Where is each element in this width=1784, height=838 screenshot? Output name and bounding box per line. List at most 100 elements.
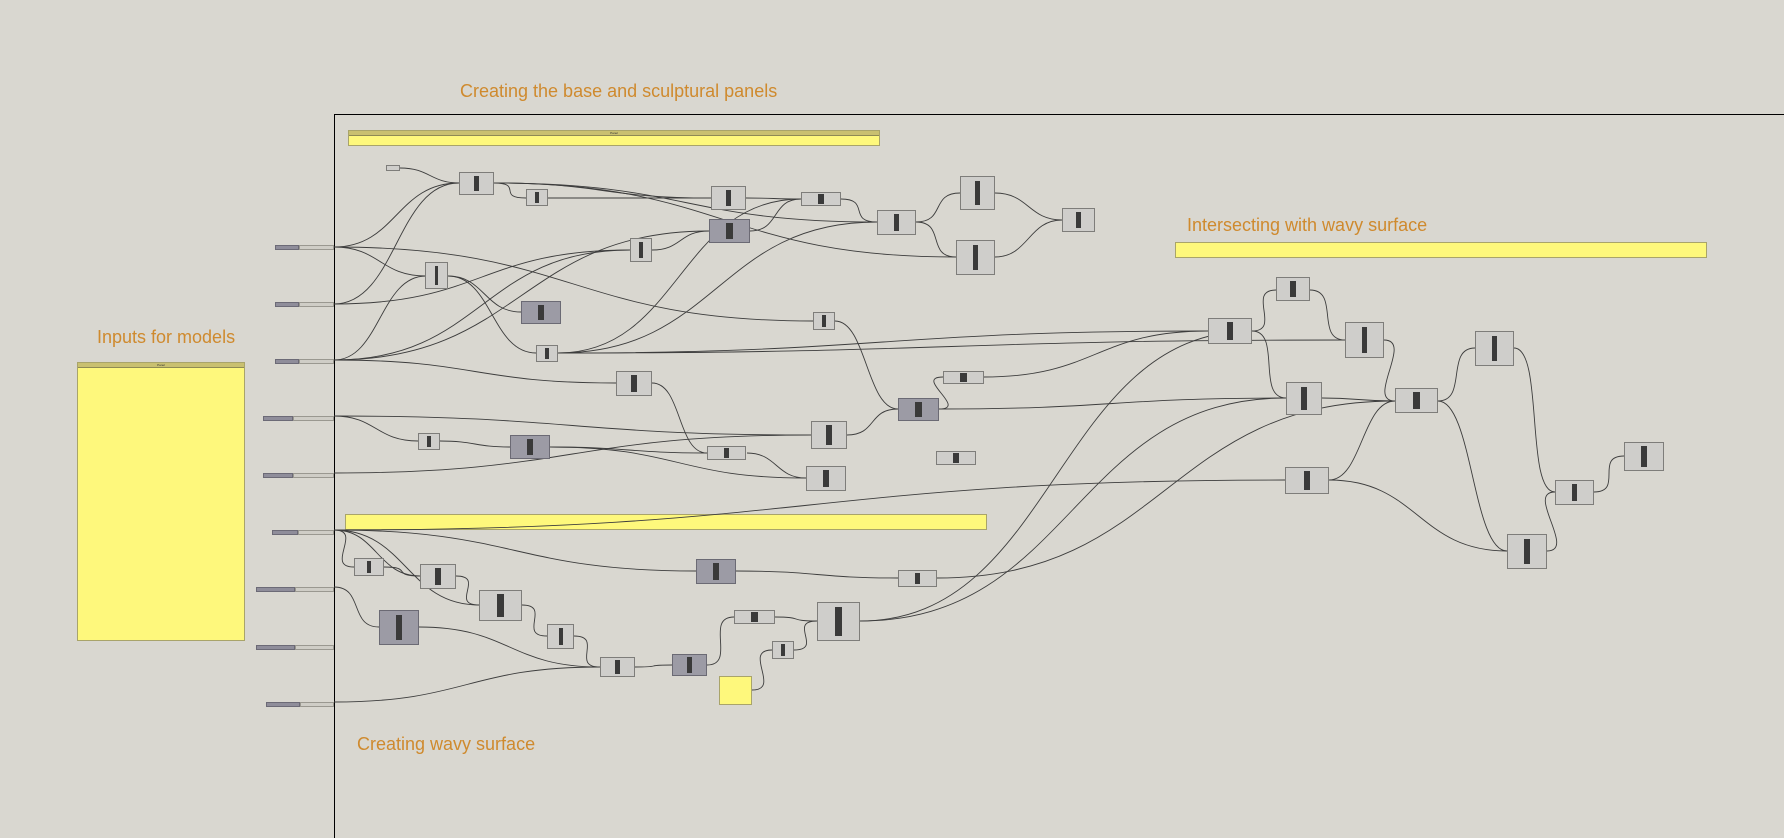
component-node[interactable] (1062, 208, 1095, 232)
component-icon (725, 189, 732, 207)
component-node[interactable] (418, 433, 440, 450)
component-node[interactable] (616, 371, 652, 396)
component-node[interactable] (1475, 331, 1514, 366)
wire (1328, 400, 1396, 481)
wire (994, 219, 1063, 258)
slider-track[interactable] (293, 473, 334, 478)
slider-track[interactable] (299, 245, 334, 250)
slider-grip[interactable] (263, 473, 293, 478)
slider-track[interactable] (295, 645, 334, 650)
component-node[interactable] (711, 186, 746, 210)
slider-track[interactable] (300, 702, 334, 707)
wire (439, 440, 511, 448)
wire (749, 198, 802, 232)
component-node[interactable] (420, 564, 456, 589)
component-node[interactable] (1345, 322, 1384, 358)
component-icon (686, 657, 693, 673)
component-node[interactable] (510, 435, 550, 459)
component-node[interactable] (709, 219, 750, 243)
wire (333, 529, 355, 568)
component-node[interactable] (1555, 480, 1594, 505)
component-node[interactable] (811, 421, 847, 449)
component-node[interactable] (521, 301, 561, 324)
component-node[interactable] (1395, 388, 1438, 413)
small-panel[interactable] (719, 676, 752, 705)
group-label-intersecting: Intersecting with wavy surface (1187, 215, 1428, 235)
component-icon (535, 191, 539, 204)
component-node[interactable] (1285, 467, 1329, 494)
wire (651, 230, 710, 251)
slider-grip[interactable] (263, 416, 293, 421)
component-node[interactable] (898, 398, 939, 421)
slider-grip[interactable] (272, 530, 298, 535)
wire (333, 415, 812, 436)
component-node[interactable] (877, 210, 916, 235)
component-icon (1301, 386, 1307, 411)
component-icon (972, 244, 979, 271)
slider-grip[interactable] (275, 302, 299, 307)
wire (557, 198, 802, 354)
wire (933, 376, 949, 410)
component-node[interactable] (672, 654, 707, 676)
wire (938, 397, 1287, 410)
wavy-panel[interactable] (345, 514, 987, 530)
param-node[interactable] (386, 165, 400, 171)
component-node[interactable] (1286, 382, 1322, 415)
component-node[interactable] (696, 559, 736, 584)
component-node[interactable] (898, 570, 937, 587)
component-node[interactable] (425, 262, 448, 289)
component-node[interactable] (813, 312, 835, 330)
wire (557, 221, 878, 354)
component-node[interactable] (1208, 318, 1252, 344)
inputs-panel[interactable]: Panel (77, 362, 245, 641)
component-node[interactable] (960, 176, 995, 210)
slider-grip[interactable] (275, 359, 299, 364)
component-node[interactable] (354, 558, 384, 576)
slider-track[interactable] (295, 587, 334, 592)
component-icon (781, 643, 785, 657)
component-node[interactable] (943, 371, 984, 384)
wire (557, 339, 1346, 354)
top-panel[interactable]: Panel (348, 130, 880, 146)
component-node[interactable] (526, 189, 548, 206)
component-node[interactable] (600, 657, 635, 677)
component-node[interactable] (734, 610, 775, 624)
component-icon (822, 469, 830, 488)
slider-grip[interactable] (275, 245, 299, 250)
component-node[interactable] (707, 446, 746, 460)
wire (447, 275, 537, 354)
slider-track[interactable] (293, 416, 334, 421)
component-node[interactable] (1507, 534, 1547, 569)
component-node[interactable] (547, 624, 574, 649)
intersecting-panel[interactable] (1175, 242, 1707, 258)
component-node[interactable] (536, 345, 558, 362)
component-node[interactable] (630, 238, 652, 262)
component-node[interactable] (459, 172, 494, 195)
slider-grip[interactable] (256, 587, 295, 592)
component-node[interactable] (956, 240, 995, 275)
component-node[interactable] (936, 451, 976, 465)
slider-grip[interactable] (266, 702, 300, 707)
inputs-panel-title: Panel (78, 363, 244, 368)
wire (834, 320, 899, 410)
component-node[interactable] (1624, 442, 1664, 471)
slider-grip[interactable] (256, 645, 295, 650)
wire (846, 408, 899, 436)
wire (651, 382, 708, 454)
component-node[interactable] (479, 590, 522, 621)
slider-track[interactable] (298, 530, 334, 535)
component-icon (1361, 327, 1368, 353)
wire (333, 479, 1286, 531)
wire (333, 249, 631, 361)
component-node[interactable] (1276, 277, 1310, 301)
slider-track[interactable] (299, 359, 334, 364)
component-node[interactable] (801, 192, 841, 206)
component-node[interactable] (806, 466, 846, 491)
component-icon (751, 612, 758, 622)
component-node[interactable] (379, 610, 419, 645)
component-node[interactable] (772, 641, 794, 659)
slider-track[interactable] (299, 302, 334, 307)
component-node[interactable] (817, 602, 860, 641)
